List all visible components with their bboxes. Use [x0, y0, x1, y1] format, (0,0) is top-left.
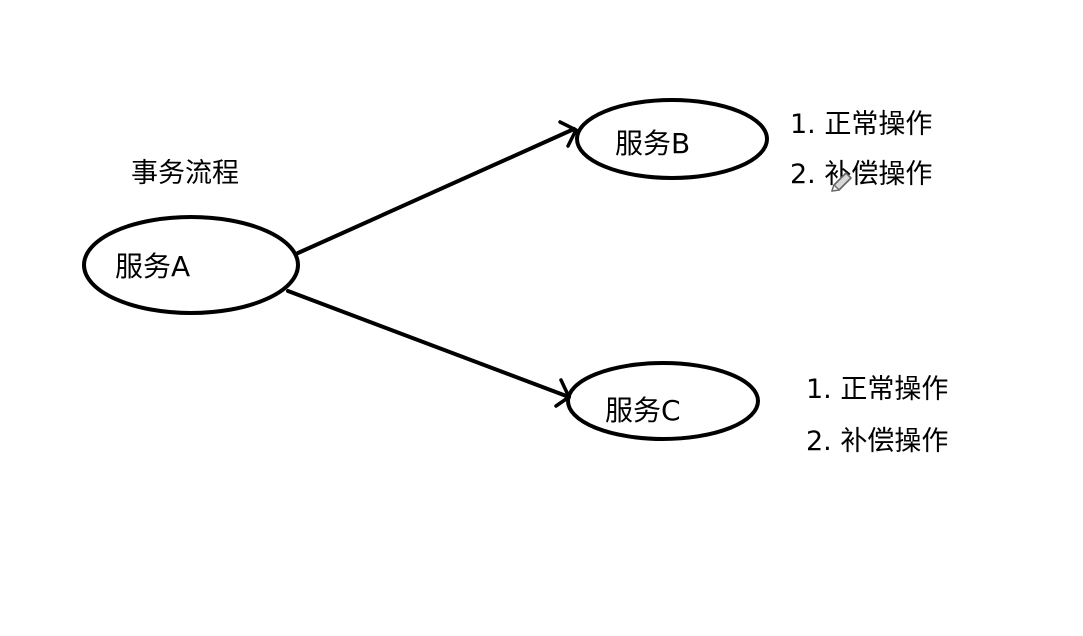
edge-a-to-c [286, 289, 571, 399]
node-b-note-2: 2. 补偿操作 [790, 159, 933, 190]
arrowhead-c [554, 378, 571, 408]
pencil-cursor-icon [828, 168, 856, 196]
node-a-ellipse [82, 215, 300, 315]
node-c-label: 服务C [605, 394, 681, 427]
node-c-ellipse [566, 361, 760, 441]
node-c-note-2: 2. 补偿操作 [806, 426, 949, 457]
node-b-ellipse [575, 98, 769, 180]
diagram-title: 事务流程 [131, 158, 239, 189]
node-c-note-1: 1. 正常操作 [806, 374, 949, 405]
arrowhead-b [558, 120, 578, 148]
node-a-label: 服务A [115, 250, 191, 283]
node-b-label: 服务B [615, 127, 691, 160]
edge-a-to-b [296, 127, 576, 255]
node-b-note-1: 1. 正常操作 [790, 109, 933, 140]
